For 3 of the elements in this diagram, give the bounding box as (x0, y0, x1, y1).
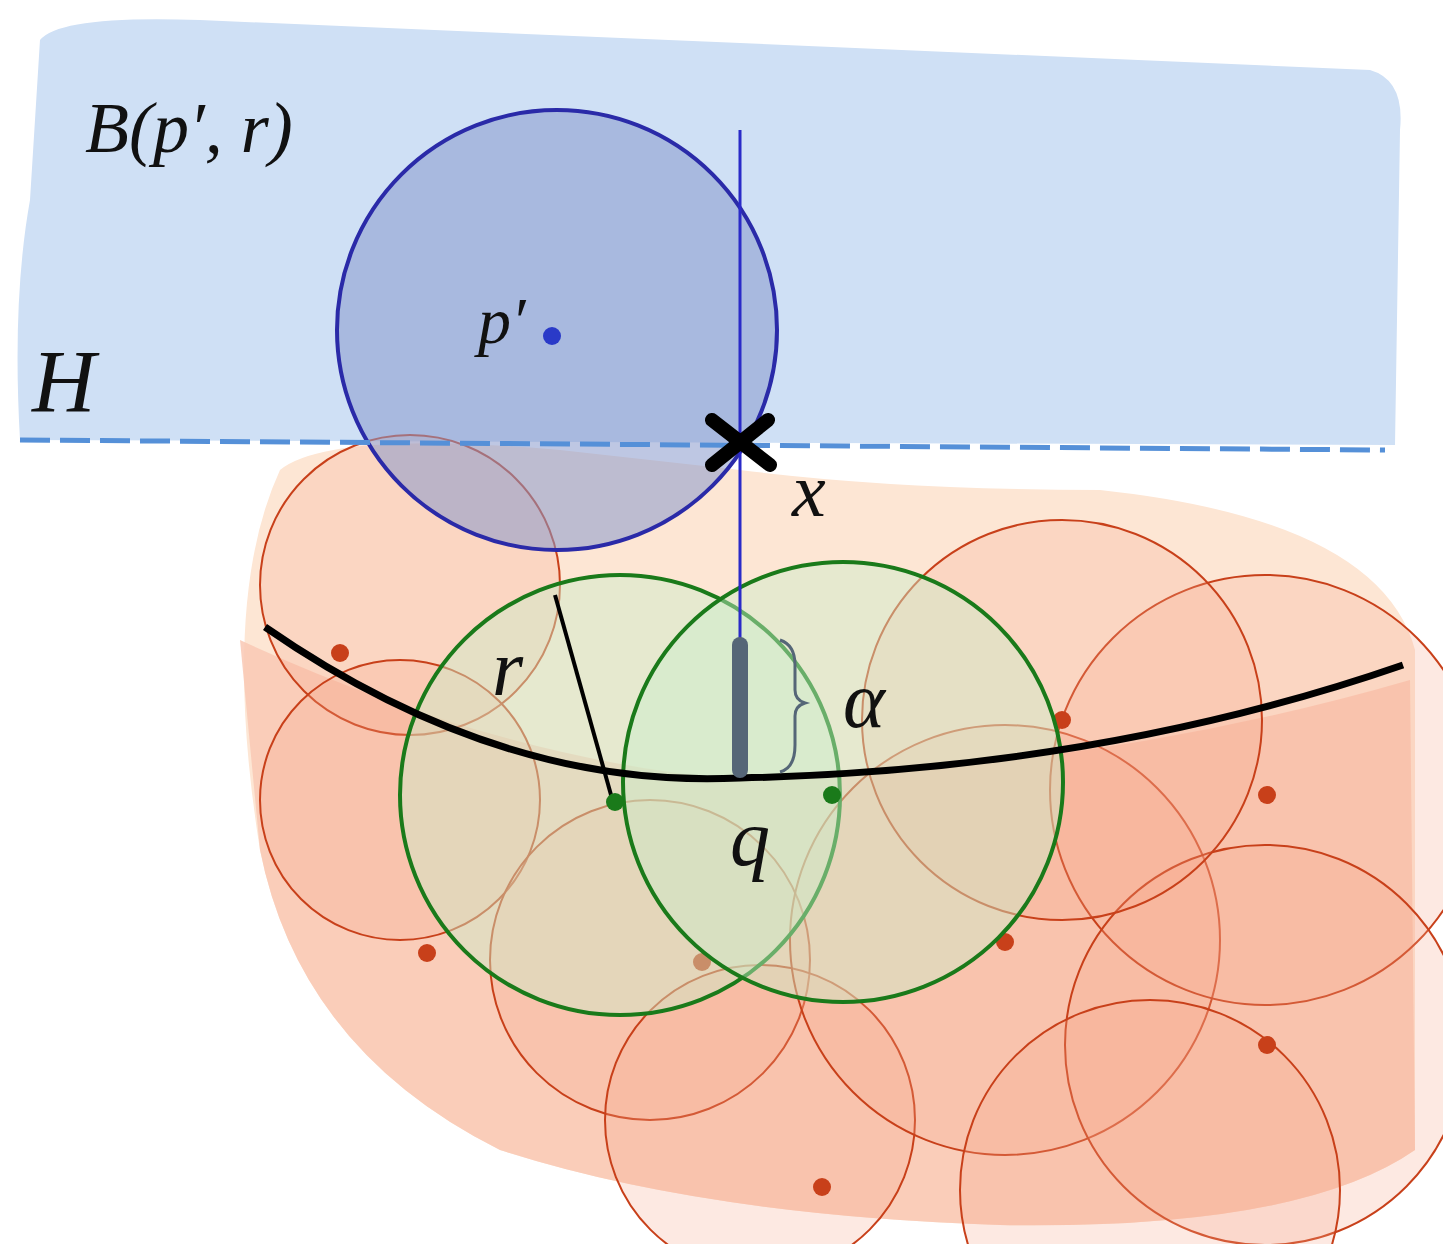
math-label: r (492, 628, 524, 708)
math-label: x (792, 452, 826, 528)
math-label: α (843, 660, 885, 740)
